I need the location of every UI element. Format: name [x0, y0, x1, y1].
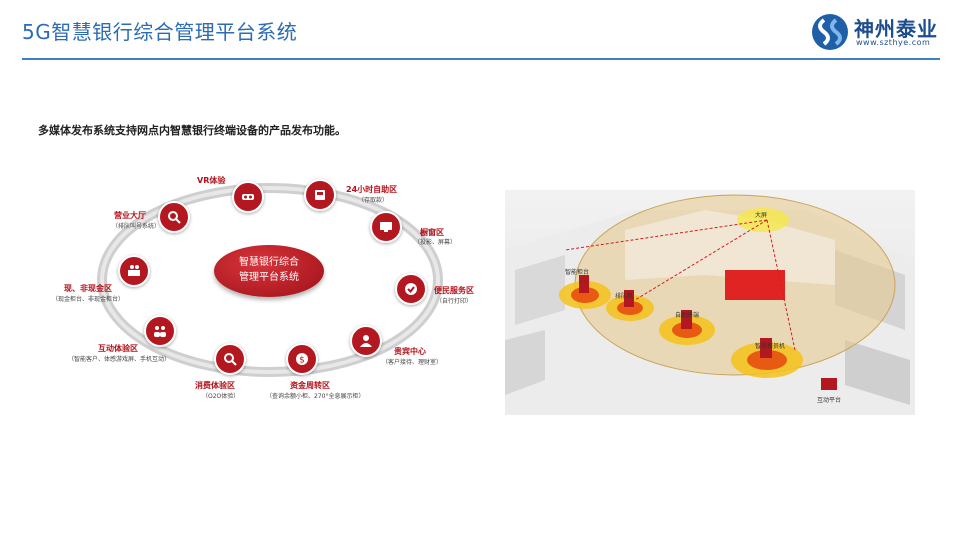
scene-label-platform: 互动平台: [817, 396, 841, 404]
node-hall[interactable]: [158, 201, 190, 233]
page-title: 5G智慧银行综合管理平台系统: [22, 20, 298, 44]
node-label-vip: 贵宾中心: [394, 347, 426, 356]
scene-label-queue: 排队机: [615, 292, 633, 300]
scene-label-teller: 智慧柜员机: [755, 342, 785, 350]
branch-floorplan-illustration: 大屏 智能柜台 排队机 自助终端 智慧柜员机 互动平台: [505, 194, 915, 415]
node-funds[interactable]: $: [286, 343, 318, 375]
company-logo: 神州泰业 www.szthye.com: [810, 10, 940, 54]
node-label-vr: VR体验: [197, 176, 226, 185]
vr-headset-icon: [242, 194, 254, 200]
branch-3d-scene: 大屏 智能柜台 排队机 自助终端 智慧柜员机 互动平台: [505, 190, 915, 415]
node-label-24h: 24小时自助区: [346, 185, 398, 194]
title-divider: [22, 58, 940, 60]
center-platform-badge: 智慧银行综合 管理平台系统: [214, 245, 324, 297]
center-line-2: 管理平台系统: [239, 272, 299, 283]
scene-label-screen: 大屏: [755, 211, 767, 219]
node-sub-hall: （排队叫号系统）: [112, 223, 161, 230]
node-vip[interactable]: [350, 325, 382, 357]
node-sub-24h: （存取款）: [358, 197, 389, 204]
node-sub-funds: （查询余额小柜、270°全息展示柜）: [266, 393, 365, 400]
people-icon: [154, 326, 166, 337]
node-24h[interactable]: [304, 179, 336, 211]
svg-text:$: $: [299, 356, 305, 366]
node-vr[interactable]: [232, 181, 264, 213]
scene-label-kiosk: 自助终端: [675, 311, 699, 319]
search-icon: [224, 353, 237, 366]
center-line-1: 智慧银行综合: [239, 257, 299, 268]
node-label-consumer: 消费体验区: [195, 381, 235, 390]
logo-name: 神州泰业: [854, 17, 938, 41]
node-sub-cash: （现金柜台、非现金柜台）: [52, 296, 125, 303]
node-consumer[interactable]: [214, 343, 246, 375]
node-sub-vip: （客户接待、理财室）: [382, 359, 443, 366]
node-window[interactable]: [370, 211, 402, 243]
node-sub-interactive: （智能客户、体感游戏屏、手机互动）: [68, 356, 171, 363]
intro-text: 多媒体发布系统支持网点内智慧银行终端设备的产品发布功能。: [38, 124, 346, 137]
atm-icon: [315, 190, 325, 200]
node-label-window: 橱窗区: [420, 228, 444, 237]
scene-label-counter: 智能柜台: [565, 268, 589, 276]
node-label-funds: 资金周转区: [290, 381, 330, 390]
counter-icon: [128, 265, 140, 276]
vip-icon: [360, 335, 372, 347]
logo-url: www.szthye.com: [856, 38, 931, 47]
search-icon: [168, 211, 181, 224]
ring-ellipse: [97, 183, 443, 377]
logo-mark-icon: [812, 14, 848, 50]
display-icon: [380, 222, 392, 232]
node-interactive[interactable]: [144, 315, 176, 347]
node-sub-service: （自行打印）: [436, 298, 473, 305]
node-label-hall: 营业大厅: [114, 211, 146, 220]
function-ring-diagram: 智慧银行综合 管理平台系统 VR体验 24小时自助区 （存取款） 橱窗区 （投影…: [40, 165, 500, 410]
node-label-cash: 现、非现金区: [64, 284, 112, 293]
node-label-service: 便民服务区: [434, 286, 474, 295]
node-sub-window: （投影、屏幕）: [414, 239, 457, 246]
node-sub-consumer: （O2O体验）: [202, 393, 240, 400]
check-icon: [405, 283, 417, 295]
money-icon: $: [296, 353, 308, 366]
node-service[interactable]: [395, 273, 427, 305]
node-cash[interactable]: [118, 255, 150, 287]
node-label-interactive: 互动体验区: [98, 344, 138, 353]
